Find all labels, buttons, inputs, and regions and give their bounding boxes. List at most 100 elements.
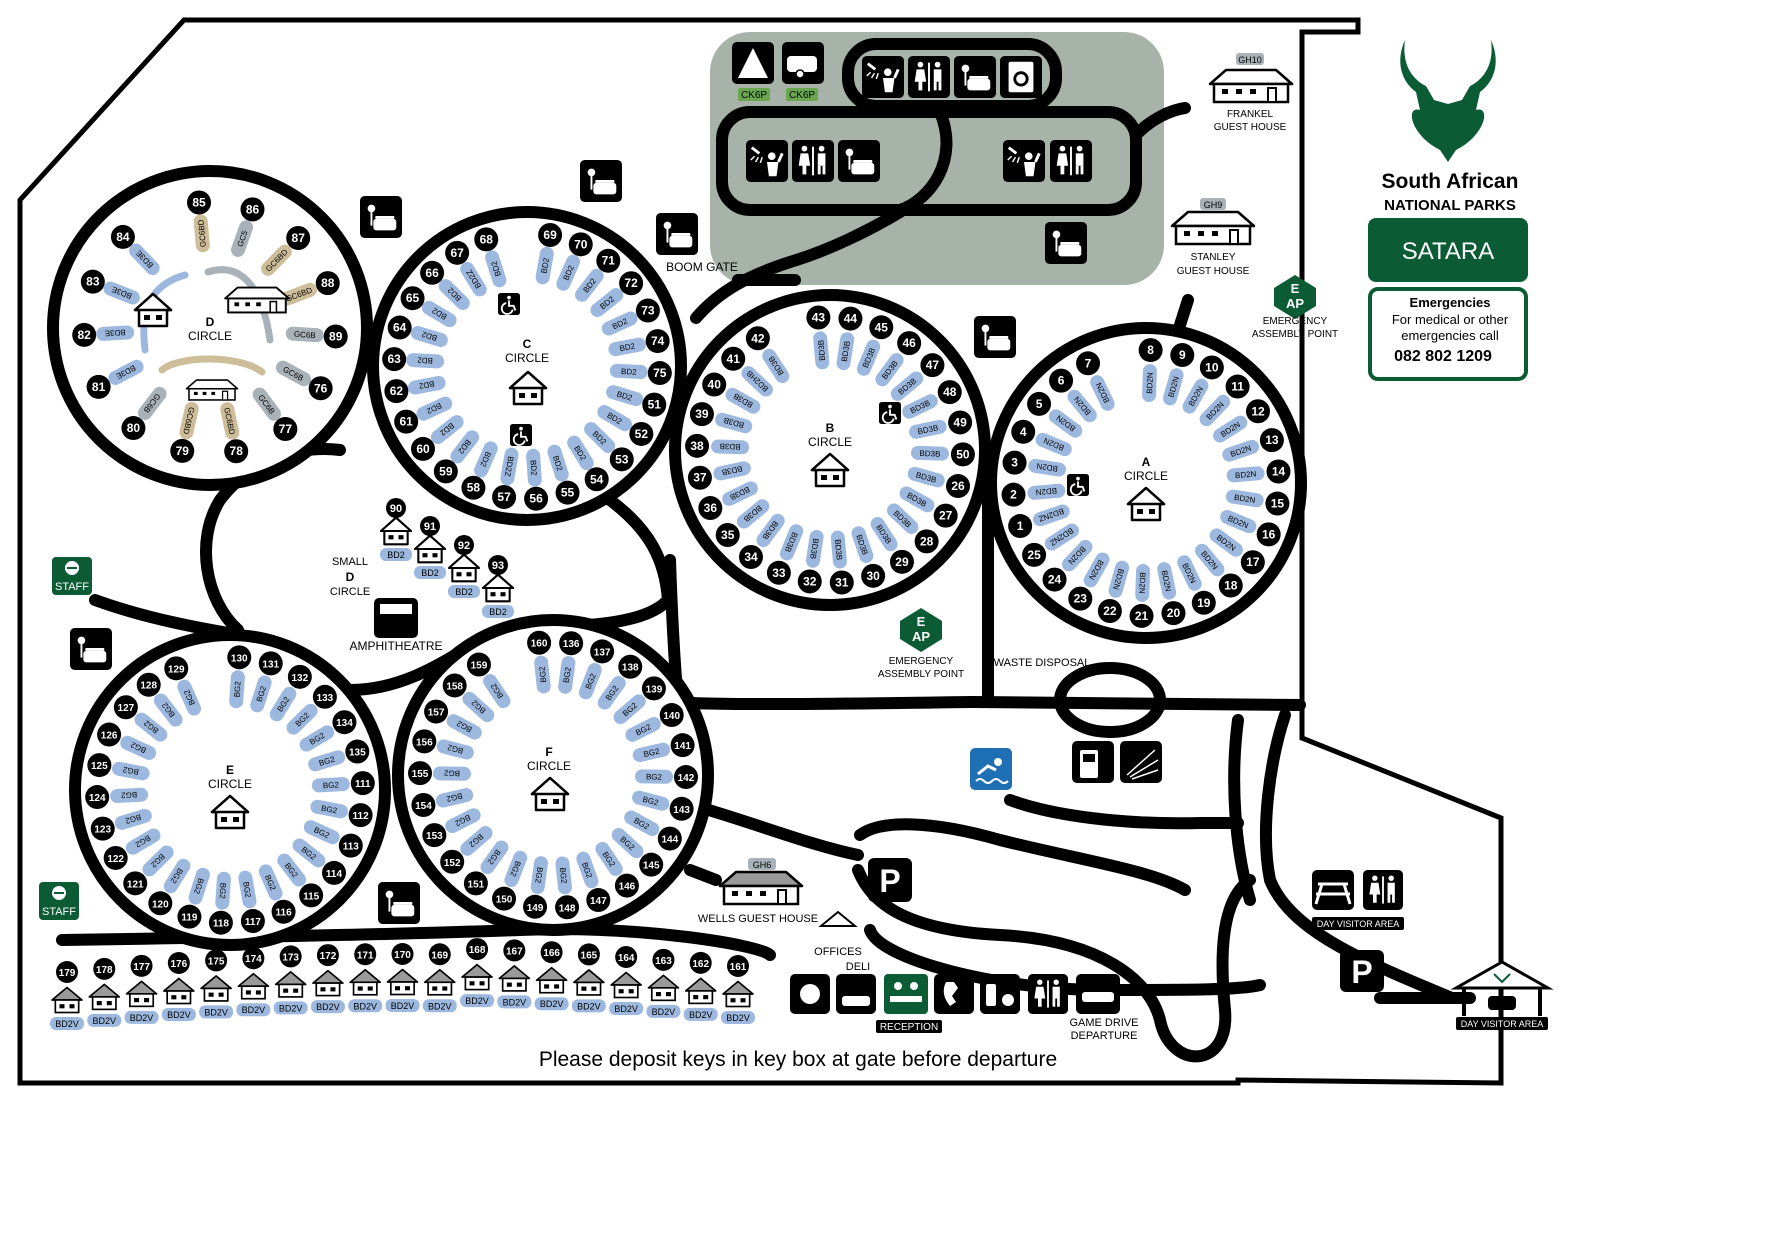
site-marker[interactable]: [523, 894, 548, 919]
site-marker[interactable]: [1225, 374, 1250, 399]
site-marker[interactable]: [1170, 343, 1195, 368]
site-marker[interactable]: [408, 761, 433, 786]
site-marker[interactable]: [1129, 603, 1154, 628]
site-marker[interactable]: [641, 676, 666, 701]
site-marker[interactable]: [1161, 601, 1186, 626]
site-marker[interactable]: [164, 656, 189, 681]
reception-icon[interactable]: [884, 974, 928, 1014]
site-marker[interactable]: [312, 684, 337, 709]
site-marker[interactable]: [240, 909, 265, 934]
site-marker[interactable]: [80, 269, 105, 294]
site-marker[interactable]: [348, 803, 373, 828]
site-marker[interactable]: [1001, 482, 1026, 507]
site-marker[interactable]: [647, 361, 672, 386]
site-marker[interactable]: [240, 197, 265, 222]
site-marker[interactable]: [227, 645, 252, 670]
site-marker[interactable]: [187, 190, 212, 215]
site-marker[interactable]: [411, 793, 436, 818]
site-marker[interactable]: [1240, 550, 1265, 575]
site-marker[interactable]: [920, 353, 945, 378]
site-marker[interactable]: [829, 570, 854, 595]
site-marker[interactable]: [350, 771, 375, 796]
site-marker[interactable]: [1265, 491, 1290, 516]
site-marker[interactable]: [287, 664, 312, 689]
site-marker[interactable]: [1027, 391, 1052, 416]
site-marker[interactable]: [463, 871, 488, 896]
site-marker[interactable]: [689, 402, 714, 427]
site-marker[interactable]: [1138, 338, 1163, 363]
site-marker[interactable]: [527, 630, 552, 655]
site-marker[interactable]: [332, 710, 357, 735]
site-marker[interactable]: [1049, 368, 1074, 393]
site-marker[interactable]: [148, 891, 173, 916]
site-marker[interactable]: [1245, 399, 1270, 424]
site-marker[interactable]: [466, 652, 491, 677]
site-marker[interactable]: [1076, 351, 1101, 376]
site-marker[interactable]: [85, 785, 110, 810]
site-marker[interactable]: [224, 439, 249, 464]
site-marker[interactable]: [538, 223, 563, 248]
parking-icon[interactable]: [868, 858, 912, 902]
site-marker[interactable]: [609, 447, 634, 472]
site-marker[interactable]: [442, 673, 467, 698]
site-marker[interactable]: [1199, 355, 1224, 380]
site-marker[interactable]: [687, 465, 712, 490]
site-marker[interactable]: [670, 733, 695, 758]
site-marker[interactable]: [345, 739, 370, 764]
site-marker[interactable]: [645, 329, 670, 354]
site-marker[interactable]: [103, 845, 128, 870]
site-marker[interactable]: [702, 372, 727, 397]
site-marker[interactable]: [950, 442, 975, 467]
site-marker[interactable]: [474, 227, 499, 252]
site-marker[interactable]: [90, 816, 115, 841]
site-marker[interactable]: [614, 873, 639, 898]
site-marker[interactable]: [639, 852, 664, 877]
site-marker[interactable]: [914, 529, 939, 554]
site-marker[interactable]: [629, 421, 654, 446]
site-marker[interactable]: [586, 888, 611, 913]
site-marker[interactable]: [584, 467, 609, 492]
site-marker[interactable]: [642, 392, 667, 417]
site-marker[interactable]: [869, 315, 894, 340]
site-marker[interactable]: [1008, 514, 1033, 539]
site-marker[interactable]: [590, 639, 615, 664]
site-marker[interactable]: [72, 322, 97, 347]
site-marker[interactable]: [113, 695, 138, 720]
site-marker[interactable]: [838, 306, 863, 331]
site-marker[interactable]: [1259, 428, 1284, 453]
site-marker[interactable]: [400, 286, 425, 311]
site-marker[interactable]: [657, 826, 682, 851]
site-marker[interactable]: [177, 904, 202, 929]
site-marker[interactable]: [208, 910, 233, 935]
site-marker[interactable]: [86, 374, 111, 399]
site-marker[interactable]: [946, 474, 971, 499]
site-marker[interactable]: [412, 729, 437, 754]
site-marker[interactable]: [948, 410, 973, 435]
site-marker[interactable]: [273, 417, 298, 442]
site-marker[interactable]: [766, 560, 791, 585]
site-marker[interactable]: [1042, 567, 1067, 592]
site-marker[interactable]: [97, 722, 122, 747]
site-marker[interactable]: [1068, 586, 1093, 611]
site-marker[interactable]: [322, 860, 347, 885]
site-marker[interactable]: [1022, 542, 1047, 567]
site-marker[interactable]: [897, 331, 922, 356]
site-marker[interactable]: [170, 438, 195, 463]
site-marker[interactable]: [1218, 573, 1243, 598]
site-marker[interactable]: [659, 703, 684, 728]
